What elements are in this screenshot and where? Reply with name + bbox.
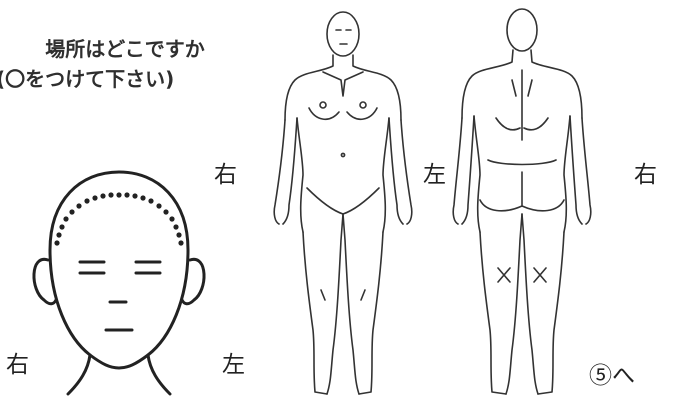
body-front-diagram bbox=[263, 0, 423, 406]
instruction-line-1: 場所はどこですか bbox=[0, 34, 250, 64]
front-left-label: 左 bbox=[423, 155, 446, 189]
head-right-label: 右 bbox=[6, 345, 29, 379]
instruction-line-2: (〇をつけて下さい) bbox=[0, 64, 256, 94]
next-step-label: ⑤へ bbox=[589, 356, 635, 390]
back-right-label: 右 bbox=[634, 155, 657, 189]
hairline-dots bbox=[54, 192, 183, 245]
body-back-diagram bbox=[440, 0, 610, 406]
instruction-text: 場所はどこですか (〇をつけて下さい) bbox=[0, 34, 250, 64]
head-left-label: 左 bbox=[222, 345, 245, 379]
front-right-label: 右 bbox=[214, 155, 237, 189]
